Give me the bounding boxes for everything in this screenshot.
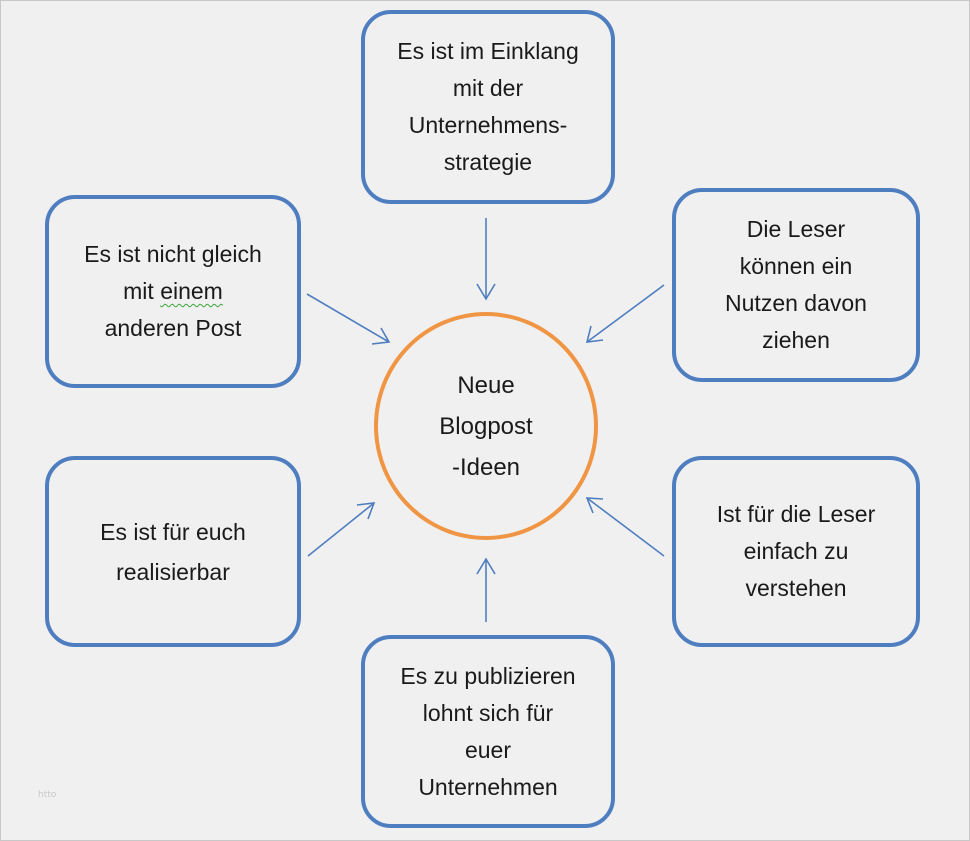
box-bottom-left: Es ist für euch realisierbar: [45, 456, 301, 647]
box-top-text: Es ist im Einklang mit der Unternehmens-…: [397, 38, 579, 175]
center-label: Neue Blogpost -Ideen: [439, 371, 533, 481]
box-top-left-line-2-prefix: mit: [123, 278, 161, 304]
box-top-right-text: Die Leser können ein Nutzen davon ziehen: [725, 216, 867, 353]
box-bottom-left-text: Es ist für euch realisierbar: [100, 518, 246, 585]
box-bottom-right-text: Ist für die Leser einfach zu verstehen: [716, 501, 876, 601]
box-top: Es ist im Einklang mit der Unternehmens-…: [361, 10, 615, 204]
arrow-top-left: [306, 293, 391, 345]
box-top-left-text: Es ist nicht gleich mit einem anderen Po…: [84, 236, 262, 347]
arrow-bottom: [476, 557, 496, 622]
box-bottom: Es zu publizieren lohnt sich für euer Un…: [361, 635, 615, 828]
watermark: htto: [38, 790, 57, 800]
box-bottom-right: Ist für die Leser einfach zu verstehen: [672, 456, 920, 647]
arrow-bottom-right: [585, 497, 665, 557]
center-circle: Neue Blogpost -Ideen: [374, 312, 598, 540]
box-bottom-text: Es zu publizieren lohnt sich für euer Un…: [400, 662, 576, 800]
box-top-left: Es ist nicht gleich mit einem anderen Po…: [45, 195, 301, 388]
box-top-left-line-1: Es ist nicht gleich: [84, 241, 262, 267]
box-top-right: Die Leser können ein Nutzen davon ziehen: [672, 188, 920, 382]
spellcheck-word: einem: [160, 278, 223, 304]
box-top-left-line-3: anderen Post: [104, 315, 242, 341]
arrow-top-right: [585, 284, 665, 343]
arrow-top: [476, 218, 496, 301]
arrow-bottom-left: [307, 502, 376, 557]
box-top-left-line-2: mit einem: [84, 273, 262, 310]
